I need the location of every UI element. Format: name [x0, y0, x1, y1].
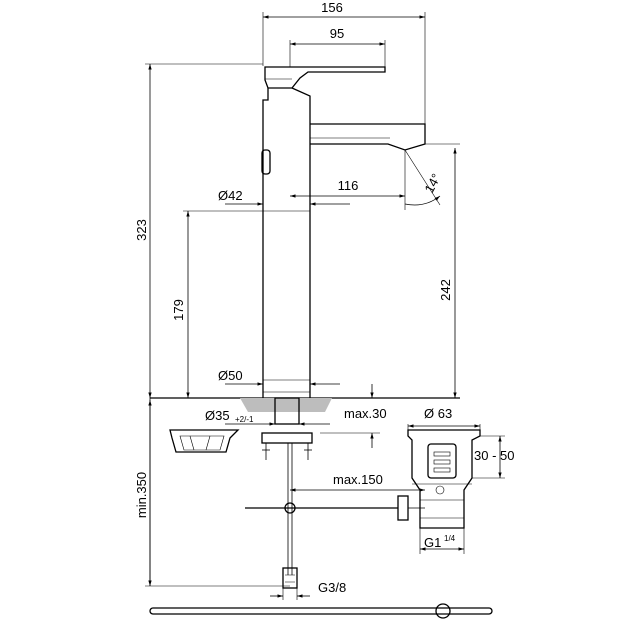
label-spout-reach: 116	[338, 178, 359, 193]
label-hole-diameter: Ø35	[205, 408, 230, 423]
label-max-thickness: max.30	[344, 406, 387, 421]
waste-valve	[407, 429, 481, 529]
label-waste-thread-fraction: 1/4	[444, 534, 456, 543]
label-body-diameter-base: Ø50	[218, 368, 243, 383]
label-hose-thread: G3/8	[318, 580, 346, 595]
popup-rod	[245, 495, 425, 521]
label-width-total: 156	[321, 0, 343, 15]
label-spout-height: 242	[438, 279, 453, 301]
mounting-assembly	[169, 397, 313, 589]
label-max-rod: max.150	[333, 472, 383, 487]
dimension-lines	[145, 12, 505, 600]
label-body-height: 179	[171, 299, 186, 321]
bottom-lift-rod	[149, 603, 493, 619]
dimension-labels: 156 95 116 14° Ø42 Ø50 323 179 242 Ø35 +…	[134, 0, 514, 595]
label-spout-angle: 14°	[421, 171, 443, 195]
label-waste-diameter: Ø 63	[424, 406, 452, 421]
label-hole-tolerance: +2/-1	[235, 415, 254, 424]
faucet-body	[261, 66, 426, 398]
label-min-height-below: min.350	[134, 472, 149, 518]
label-total-height: 323	[134, 219, 149, 241]
label-body-diameter-top: Ø42	[218, 188, 243, 203]
label-waste-thread: G1	[424, 535, 441, 550]
label-lever-length: 95	[330, 26, 344, 41]
label-waste-range: 30 - 50	[474, 448, 514, 463]
